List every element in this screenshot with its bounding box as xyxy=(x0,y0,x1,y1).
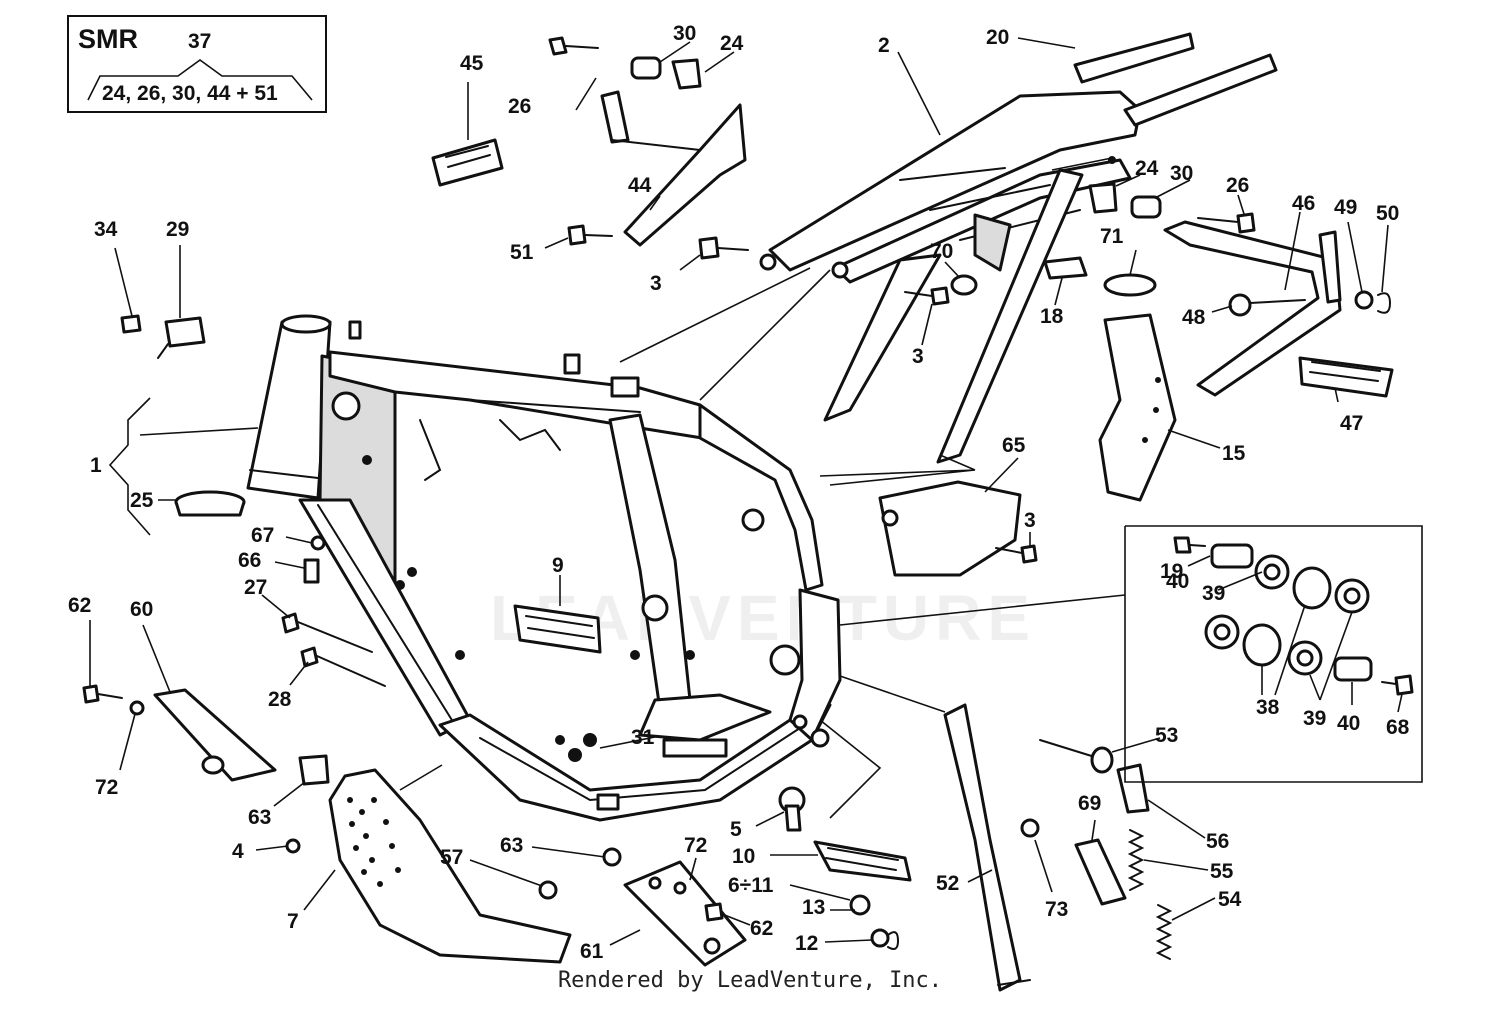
left-footrest-bracket xyxy=(431,36,749,260)
callout-15: 15 xyxy=(1222,442,1246,465)
right-footrest-bracket xyxy=(1088,182,1394,398)
callout-7: 7 xyxy=(287,910,299,933)
callout-31: 31 xyxy=(631,726,655,749)
callout-50: 50 xyxy=(1376,202,1399,225)
kit-legend-box: SMR 37 24, 26, 30, 44 + 51 xyxy=(67,15,327,113)
callout-51: 51 xyxy=(510,241,534,264)
callout-53: 53 xyxy=(1155,724,1178,747)
guard-65 xyxy=(878,480,1038,577)
callout-25: 25 xyxy=(130,489,154,512)
callout-72: 72 xyxy=(684,834,707,857)
callout-60: 60 xyxy=(130,598,153,621)
callout-40: 40 xyxy=(1166,570,1189,593)
callout-39: 39 xyxy=(1303,707,1326,730)
callout-73: 73 xyxy=(1045,898,1068,921)
callout-70: 70 xyxy=(930,240,953,263)
side-stand xyxy=(943,703,1173,992)
callout-39: 39 xyxy=(1202,582,1225,605)
callout-30: 30 xyxy=(673,22,696,45)
callout-52: 52 xyxy=(936,872,959,895)
main-frame xyxy=(246,314,842,822)
callout-3: 3 xyxy=(1024,509,1036,532)
callout-57: 57 xyxy=(440,846,463,869)
callout-66: 66 xyxy=(238,549,261,572)
callout-68: 68 xyxy=(1386,716,1410,739)
callout-5: 5 xyxy=(730,818,742,841)
callout-63: 63 xyxy=(500,834,523,857)
kit-number: 37 xyxy=(188,30,211,53)
callout-3: 3 xyxy=(912,345,924,368)
callout-24: 24 xyxy=(720,32,744,55)
callout-1: 1 xyxy=(90,454,102,477)
mud-guard xyxy=(904,256,1177,502)
kit-title: SMR xyxy=(78,24,138,54)
callout-54: 54 xyxy=(1218,888,1242,911)
callout-49: 49 xyxy=(1334,196,1357,219)
callout-18: 18 xyxy=(1040,305,1064,328)
callout-12: 12 xyxy=(795,932,818,955)
callout-10: 10 xyxy=(732,845,755,868)
callout-44: 44 xyxy=(628,174,652,197)
callout-19: 19 xyxy=(1160,560,1183,583)
callout-2: 2 xyxy=(878,34,890,57)
callout-72: 72 xyxy=(95,776,118,799)
callout-3: 3 xyxy=(650,272,662,295)
callout-28: 28 xyxy=(268,688,292,711)
callout-40: 40 xyxy=(1337,712,1360,735)
callout-24: 24 xyxy=(1135,157,1159,180)
callout-27: 27 xyxy=(244,576,267,599)
callout-29: 29 xyxy=(166,218,189,241)
callout-67: 67 xyxy=(251,524,274,547)
callout-63: 63 xyxy=(248,806,271,829)
callout-30: 30 xyxy=(1170,162,1193,185)
kit-contents: 24, 26, 30, 44 + 51 xyxy=(102,82,278,105)
rear-subframe xyxy=(759,32,1278,464)
callout-26: 26 xyxy=(1226,174,1249,197)
callout-13: 13 xyxy=(802,896,825,919)
callout-47: 47 xyxy=(1340,412,1363,435)
callout-62: 62 xyxy=(68,594,91,617)
callout-71: 71 xyxy=(1100,225,1124,248)
callout-26: 26 xyxy=(508,95,531,118)
leader-lines xyxy=(89,37,1403,946)
footpeg-assembly xyxy=(778,786,912,950)
footer-credit: Rendered by LeadVenture, Inc. xyxy=(557,968,943,993)
callout-34: 34 xyxy=(94,218,118,241)
skid-plate-holes xyxy=(347,797,401,887)
callout-48: 48 xyxy=(1182,306,1206,329)
callout-46: 46 xyxy=(1292,192,1315,215)
callout-20: 20 xyxy=(986,26,1009,49)
callout-9: 9 xyxy=(552,554,564,577)
callout-62: 62 xyxy=(750,917,773,940)
callout-6-11: 6÷11 xyxy=(728,874,774,897)
pivot-detail-box xyxy=(1124,525,1423,783)
callout-55: 55 xyxy=(1210,860,1234,883)
guard-61 xyxy=(623,860,747,967)
callout-61: 61 xyxy=(580,940,604,963)
small-parts-left xyxy=(82,314,622,964)
callout-4: 4 xyxy=(232,840,244,863)
footpeg-9 xyxy=(513,604,602,654)
callout-65: 65 xyxy=(1002,434,1026,457)
callout-45: 45 xyxy=(460,52,484,75)
callout-69: 69 xyxy=(1078,792,1101,815)
callout-56: 56 xyxy=(1206,830,1229,853)
callout-labels: 1 2 3 3 3 4 5 7 9 10 6÷11 12 13 15 18 19… xyxy=(68,22,1410,963)
callout-38: 38 xyxy=(1256,696,1280,719)
